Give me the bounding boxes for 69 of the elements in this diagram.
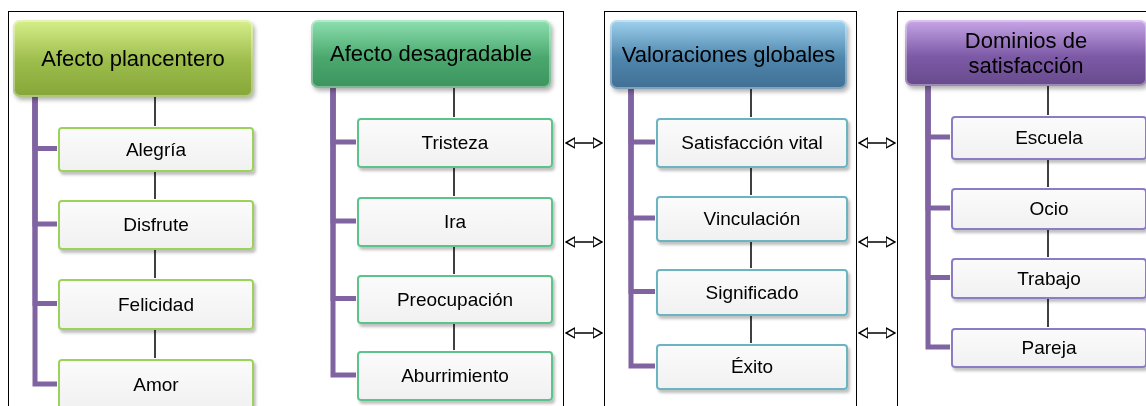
connector-line bbox=[154, 95, 156, 127]
connector-line bbox=[154, 248, 156, 279]
connector-line bbox=[453, 245, 455, 275]
item-box bbox=[58, 127, 254, 172]
tree-connector bbox=[330, 87, 356, 378]
double-arrow bbox=[565, 236, 603, 248]
category-header bbox=[311, 20, 551, 88]
item-box bbox=[951, 116, 1146, 160]
item-label: Alegría bbox=[125, 138, 187, 161]
item-label: Amor bbox=[133, 374, 179, 396]
item-box bbox=[357, 351, 553, 401]
item-box bbox=[58, 359, 254, 406]
frame-border bbox=[8, 11, 564, 406]
connector-line bbox=[154, 328, 156, 359]
item-label: Disfrute bbox=[123, 214, 189, 236]
item-label: Tristeza bbox=[421, 132, 489, 154]
item-box bbox=[951, 188, 1146, 230]
item-label: Felicidad bbox=[117, 293, 194, 316]
connector-line bbox=[154, 170, 156, 200]
item-box bbox=[656, 344, 848, 390]
connector-line bbox=[1047, 84, 1049, 116]
item-label: Pareja bbox=[1021, 337, 1077, 359]
item-box bbox=[656, 269, 848, 316]
double-arrow bbox=[858, 327, 896, 339]
tree-connector bbox=[628, 88, 655, 369]
header-text: Valoraciones globales bbox=[621, 41, 836, 68]
item-label: Preocupación bbox=[396, 288, 514, 311]
item-label: Éxito bbox=[730, 356, 774, 378]
tree-connector bbox=[925, 85, 950, 350]
item-box bbox=[58, 279, 254, 330]
connector-line bbox=[1047, 158, 1049, 188]
frame-border bbox=[604, 11, 857, 406]
category-header bbox=[13, 20, 253, 97]
item-box bbox=[656, 118, 848, 168]
header-text: Dominios de satisfacción bbox=[963, 27, 1089, 79]
item-box bbox=[357, 118, 553, 168]
header-text: Afecto plancentero bbox=[41, 45, 225, 72]
item-box bbox=[656, 196, 848, 242]
category-header bbox=[610, 20, 847, 89]
connector-line bbox=[453, 166, 455, 197]
category-header bbox=[905, 20, 1146, 86]
connector-line bbox=[1047, 297, 1049, 328]
item-label: Ocio bbox=[1029, 198, 1069, 220]
double-arrow bbox=[858, 236, 896, 248]
item-label: Satisfacción vital bbox=[681, 132, 823, 154]
connector-line bbox=[453, 322, 455, 351]
item-label: Significado bbox=[705, 281, 799, 304]
connector-line bbox=[750, 314, 752, 344]
item-box bbox=[951, 328, 1146, 368]
tree-connector bbox=[32, 96, 57, 387]
item-label: Escuela bbox=[1015, 127, 1083, 149]
item-box bbox=[58, 200, 254, 250]
header-text: Afecto desagradable bbox=[330, 41, 532, 67]
item-label: Vinculación bbox=[703, 208, 801, 230]
connector-line bbox=[750, 166, 752, 196]
item-label: Aburrimiento bbox=[401, 365, 509, 387]
item-label: Ira bbox=[443, 211, 467, 233]
double-arrow bbox=[565, 327, 603, 339]
item-box bbox=[357, 197, 553, 247]
frame-border bbox=[897, 11, 1146, 406]
item-box bbox=[357, 275, 553, 324]
connector-line bbox=[1047, 228, 1049, 258]
double-arrow bbox=[565, 137, 603, 149]
item-box bbox=[951, 258, 1146, 299]
connector-line bbox=[750, 240, 752, 269]
item-label: Trabajo bbox=[1017, 267, 1081, 290]
connector-line bbox=[453, 86, 455, 118]
connector-line bbox=[750, 87, 752, 118]
double-arrow bbox=[858, 137, 896, 149]
